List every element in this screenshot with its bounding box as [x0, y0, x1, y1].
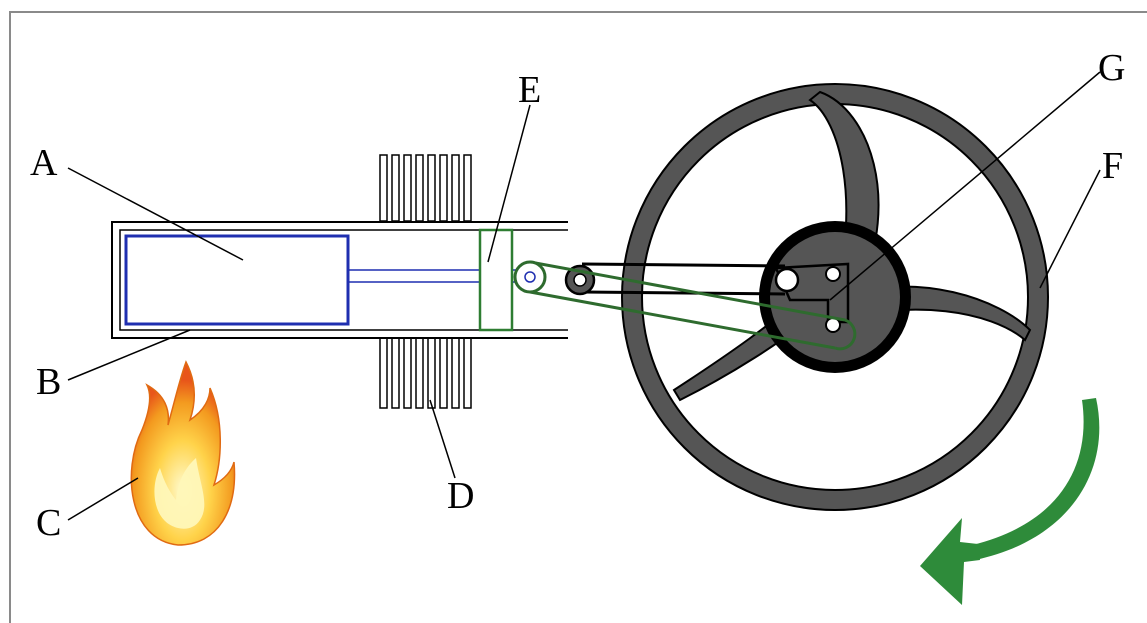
label-b: B: [36, 361, 61, 403]
cooling-fins-top: [379, 154, 472, 222]
leader-lines: [67, 71, 1101, 521]
rotation-arrow-icon: [920, 398, 1100, 605]
diagram-border: [9, 11, 1147, 623]
leader-d: [429, 399, 456, 479]
label-g: G: [1098, 47, 1125, 89]
leader-f: [1039, 169, 1101, 289]
leader-e: [487, 104, 531, 263]
cylinder: [111, 221, 568, 339]
power-piston: [478, 228, 514, 332]
cooling-fins-bottom: [379, 337, 472, 409]
displacer-piston: [124, 234, 350, 326]
label-e: E: [518, 69, 541, 111]
leader-c: [67, 477, 139, 521]
leader-b: [67, 329, 191, 381]
power-connecting-rod: [529, 260, 857, 351]
label-f: F: [1102, 145, 1123, 187]
power-rod-joint-pin: [524, 271, 536, 283]
flame-icon: [130, 360, 236, 546]
leader-a: [67, 167, 244, 261]
crank-pin-1: [774, 267, 800, 293]
displacer-connecting-rod: [581, 262, 786, 296]
leader-g: [829, 71, 1101, 301]
crank-pin-2: [825, 266, 841, 282]
label-d: D: [447, 475, 474, 517]
label-c: C: [36, 502, 61, 544]
label-a: A: [30, 142, 58, 184]
displacer-rod-joint-pin: [573, 273, 587, 287]
